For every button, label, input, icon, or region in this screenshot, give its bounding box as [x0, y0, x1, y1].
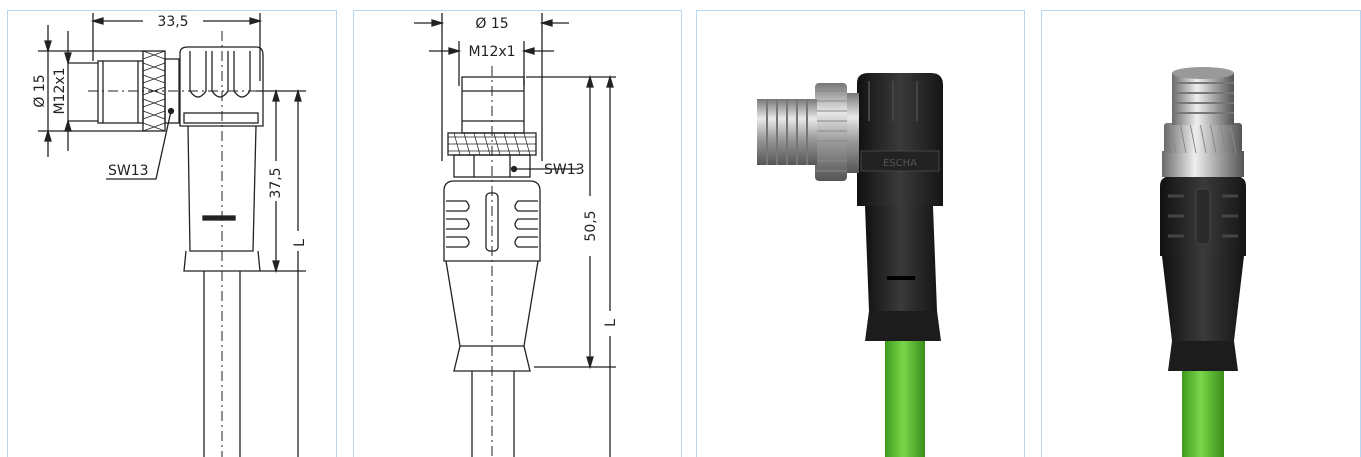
height-dimension-label: 37,5	[268, 167, 284, 198]
straight-connector-photo	[1160, 67, 1246, 457]
thread-dimension-label: M12x1	[52, 67, 68, 114]
length-dimension-label: L	[292, 239, 308, 247]
height-dimension-label: 50,5	[583, 210, 599, 241]
photo-panel-angled: ESCHA	[696, 10, 1025, 457]
angled-connector-drawing: 33,5 37,5 L Ø 15 M12x1 SW13	[32, 13, 308, 457]
green-cable	[1182, 366, 1224, 457]
brand-embossing: ESCHA	[883, 158, 917, 169]
drawing-panel-straight: Ø 15 M12x1 SW13 50,5 L	[353, 10, 682, 457]
straight-connector-drawing: Ø 15 M12x1 SW13 50,5 L	[414, 13, 619, 457]
wrench-size-label: SW13	[544, 162, 585, 178]
diameter-dimension-label: Ø 15	[475, 16, 508, 32]
angled-connector-photo: ESCHA	[757, 73, 943, 457]
threaded-coupling	[1172, 73, 1234, 125]
width-dimension-label: 33,5	[157, 14, 188, 30]
diameter-dimension-label: Ø 15	[32, 74, 48, 107]
drawing-panel-angled: 33,5 37,5 L Ø 15 M12x1 SW13	[7, 10, 337, 457]
knurled-nut	[815, 83, 847, 181]
thread-dimension-label: M12x1	[468, 44, 515, 60]
photo-panel-straight	[1041, 10, 1361, 457]
wrench-size-label: SW13	[108, 163, 149, 179]
connector-housing	[857, 73, 943, 206]
length-dimension-label: L	[603, 319, 619, 327]
green-cable	[885, 333, 925, 457]
